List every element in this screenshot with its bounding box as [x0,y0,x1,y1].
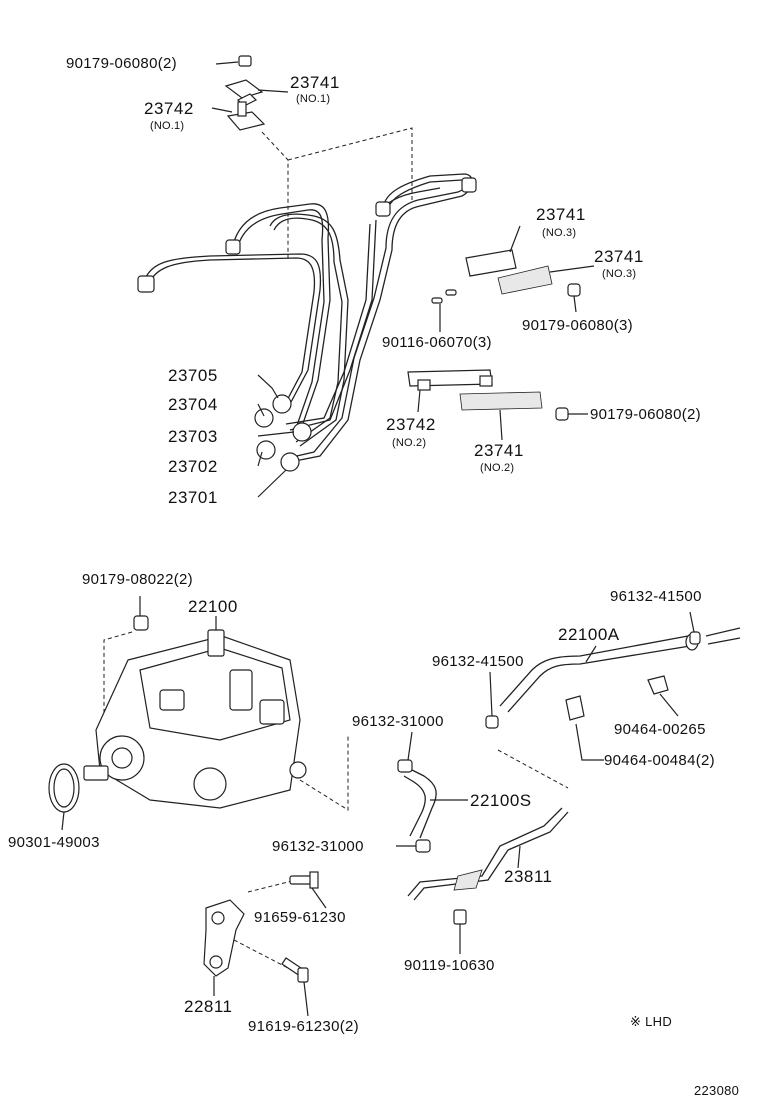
label-23741-no3a: 23741 [536,205,586,224]
label-23703: 23703 [168,427,218,446]
injection-pump-22100 [83,616,307,809]
figure-number: 223080 [694,1083,740,1098]
pins-90116-06070 [431,289,457,332]
label-96132-41500-top: 96132-41500 [610,588,702,605]
bracket-22811 [203,899,245,996]
label-23811: 23811 [504,867,553,886]
label-lhd-note: ※ LHD [630,1014,673,1029]
clamp-96132-31000-bot [396,839,431,853]
label-90179-06080-3: 90179-06080(3) [522,317,633,334]
label-90464-00265: 90464-00265 [614,721,706,738]
clamp-23742-no1 [226,101,266,131]
clamp-23742-no2 [407,369,493,413]
clip-90464-00484 [565,695,604,761]
label-90301-49003: 90301-49003 [8,834,100,851]
label-22100A: 22100A [558,625,620,644]
label-22811: 22811 [184,997,233,1016]
label-23702: 23702 [168,457,218,476]
clamp-23741-no3 [465,225,595,295]
label-91619-61230-2: 91619-61230(2) [248,1018,359,1035]
label-23741-no3b: 23741 [594,247,644,266]
label-22100: 22100 [188,597,238,616]
bolt-90119-10630 [453,909,467,954]
label-96132-41500-mid: 96132-41500 [432,653,524,670]
label-23704: 23704 [168,395,218,414]
clamp-96132-41500-top [689,611,741,645]
bolt-91619-61230 [281,957,309,1017]
hose-22100S [403,769,468,839]
hose-22100A [499,633,699,713]
label-90179-06080-2-top: 90179-06080(2) [66,55,177,72]
label-90116-06070-3: 90116-06070(3) [382,334,492,351]
label-90464-00484-2: 90464-00484(2) [604,752,715,769]
label-23741-no3b-sub: (NO.3) [602,268,637,280]
label-23741-no1-sub: (NO.1) [296,93,331,105]
pipe-23811 [407,807,569,901]
o-ring-90301 [48,763,80,831]
label-23742-no1-sub: (NO.1) [150,120,185,132]
label-23741-no1: 23741 [290,73,340,92]
label-22100S: 22100S [470,791,532,810]
clamp-96132-31000-top [397,731,413,773]
label-91659-61230: 91659-61230 [254,909,346,926]
nut-90179-06080-3 [567,283,581,313]
label-23701: 23701 [168,488,218,507]
label-23742-no2-sub: (NO.2) [392,437,427,449]
label-23741-no3a-sub: (NO.3) [542,227,577,239]
label-90179-06080-2-mid: 90179-06080(2) [590,406,701,423]
label-90179-08022-2: 90179-08022(2) [82,571,193,588]
label-23741-no2: 23741 [474,441,524,460]
bolt-91659-61230 [289,871,327,909]
nut-90179-06080-mid [555,407,588,421]
label-23742-no2: 23742 [386,415,436,434]
clamp-23741-no2 [459,391,543,441]
label-96132-31000-top: 96132-31000 [352,713,444,730]
label-90119-10630: 90119-10630 [404,957,495,974]
clamp-96132-41500-mid [485,671,499,729]
label-23741-no2-sub: (NO.2) [480,462,515,474]
nut-90179-06080-top [238,55,252,67]
injection-pipes [137,173,477,472]
label-96132-31000-bot: 96132-31000 [272,838,364,855]
label-23705: 23705 [168,366,218,385]
nut-90179-08022 [133,596,149,631]
clip-90464-00265 [647,675,679,717]
label-23742-no1: 23742 [144,99,194,118]
